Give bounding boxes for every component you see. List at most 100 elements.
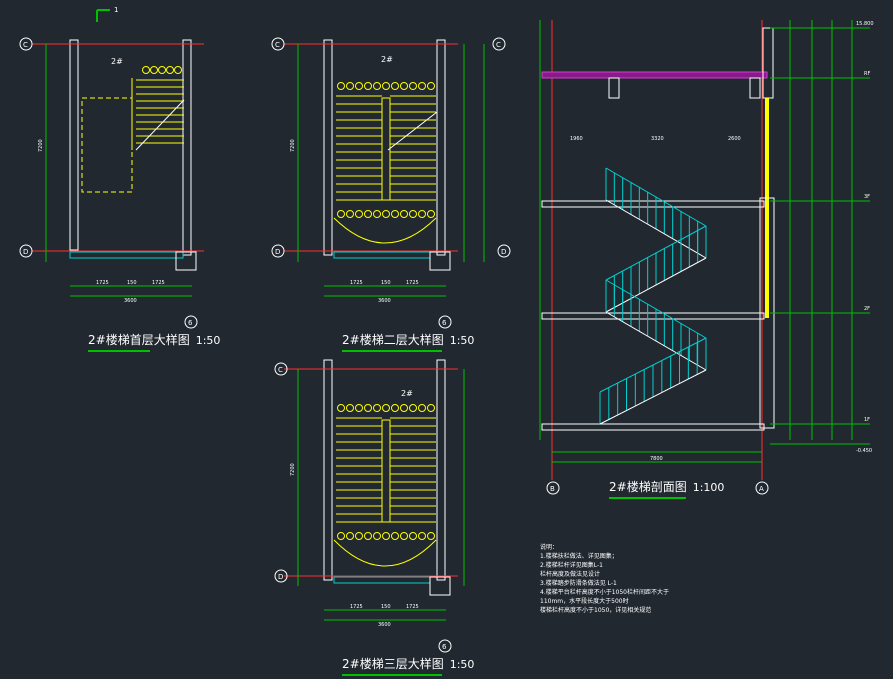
- section-title-scale: 1:100: [692, 481, 725, 494]
- plan2-axis-bubble-d: [271, 244, 285, 258]
- section-window-strip: [765, 98, 769, 318]
- section-ground-slab: [541, 423, 765, 431]
- plan1-wall-left: [69, 39, 79, 251]
- plan3-baluster-top: [346, 404, 354, 412]
- floor3-plan: 2# C D 6 7200 1725 150 1725 3600: [274, 359, 465, 653]
- section-axis-bubble-a: [755, 481, 769, 495]
- plan3-wall-right: [436, 359, 446, 581]
- section-title: 2#楼梯剖面图 1:100: [609, 478, 725, 499]
- plan3-baluster-bottom: [337, 532, 345, 540]
- section-dim-w2: 3320: [651, 136, 664, 142]
- plan1-baluster-post: [174, 66, 182, 74]
- plan2-baluster-top: [373, 82, 381, 90]
- section-handrail: [605, 279, 707, 339]
- plan2-baluster-bottom: [427, 210, 435, 218]
- plan3-baluster-top: [337, 404, 345, 412]
- plan2-baluster-bottom: [355, 210, 363, 218]
- notes-line-6: 110mm，水平段长度大于500时: [540, 598, 629, 605]
- plan1-dim-total: 3600: [124, 298, 137, 304]
- plan1-baluster-post: [150, 66, 158, 74]
- plan2-axis-label-c: C: [275, 41, 280, 49]
- section-dim-w1: 1960: [570, 136, 583, 142]
- plan2-baluster-top: [409, 82, 417, 90]
- floor2-title-scale: 1:50: [449, 334, 475, 347]
- section-axis-bubble-b: [546, 481, 560, 495]
- plan3-landing-arc: [333, 539, 437, 567]
- plan1-axis-label-6: 6: [188, 319, 193, 327]
- plan3-dim-w3: 1725: [406, 604, 419, 610]
- level-mark-2f: 2F: [864, 306, 870, 312]
- plan2-baluster-top: [355, 82, 363, 90]
- plan3-baluster-bottom: [418, 532, 426, 540]
- plan2-baluster-top: [346, 82, 354, 90]
- plan3-baluster-bottom: [409, 532, 417, 540]
- plan2-baluster-top: [364, 82, 372, 90]
- plan2-dim-w3: 1725: [406, 280, 419, 286]
- section-dim-w3: 2600: [728, 136, 741, 142]
- plan2-axis-label-6: 6: [442, 319, 447, 327]
- section-title-name: 2#楼梯剖面图: [609, 480, 687, 494]
- plan3-baluster-bottom: [373, 532, 381, 540]
- level-mark-1f: 1F: [864, 417, 870, 423]
- floor1-title-scale: 1:50: [195, 334, 221, 347]
- notes-line-7: 楼梯栏杆高度不小于1050，详见相关规范: [540, 607, 652, 614]
- plan2-dim-total: 3600: [378, 298, 391, 304]
- plan2-baluster-bottom: [373, 210, 381, 218]
- plan2-dim-w2: 150: [381, 280, 391, 286]
- stair-section: 15.800 RF 3F 2F 1F -0.450 B A 1960 3320 …: [539, 20, 874, 495]
- plan3-dim-w2: 150: [381, 604, 391, 610]
- notes-heading: 说明：: [540, 544, 559, 551]
- plan1-dim-w2: 150: [127, 280, 137, 286]
- plan3-baluster-bottom: [391, 532, 399, 540]
- plan3-baluster-bottom: [427, 532, 435, 540]
- section-stair-flights: [599, 167, 707, 425]
- plan2-window: [333, 251, 431, 259]
- notes-line-4: 3.楼梯踏步防滑条做法见 L-1: [540, 580, 617, 587]
- plan2-baluster-top: [382, 82, 390, 90]
- plan2-baluster-top: [400, 82, 408, 90]
- plan2-baluster-bottom: [382, 210, 390, 218]
- section-parapet: [762, 27, 774, 99]
- plan2-baluster-bottom: [400, 210, 408, 218]
- section-handrail: [599, 337, 707, 393]
- section-handrail: [605, 225, 707, 281]
- plan2-baluster-bottom: [364, 210, 372, 218]
- plan3-wall-left: [323, 359, 333, 581]
- plan3-baluster-bottom: [400, 532, 408, 540]
- plan2-baluster-bottom: [409, 210, 417, 218]
- plan3-stair-flights: [336, 404, 436, 540]
- plan1-cut-mark: 1: [114, 6, 118, 14]
- section-floor3-slab: [541, 200, 765, 208]
- plan1-dim-w1: 1725: [96, 280, 109, 286]
- section-stair-soffit: [605, 311, 707, 371]
- floor2-title-name: 2#楼梯二层大样图: [342, 333, 444, 347]
- floor2-title: 2#楼梯二层大样图 1:50: [342, 331, 475, 352]
- plan2-axis-label-c-right: C: [496, 41, 501, 49]
- plan3-baluster-bottom: [355, 532, 363, 540]
- plan2-baluster-bottom: [418, 210, 426, 218]
- notes-line-1: 1.楼梯扶栏做法、详见图集；: [540, 553, 618, 560]
- plan2-baluster-top: [427, 82, 435, 90]
- section-roof-beam-right: [749, 77, 761, 99]
- plan3-window: [333, 576, 431, 584]
- notes-line-3: 栏杆高度及做法见设计: [540, 571, 601, 578]
- plan2-baluster-top: [337, 82, 345, 90]
- plan1-dim-w3: 1725: [152, 280, 165, 286]
- plan3-axis-label-c: C: [278, 366, 283, 374]
- section-handrail: [605, 167, 707, 227]
- notes-line-2: 2.楼梯栏杆详见图集L-1: [540, 562, 603, 569]
- plan2-corner-column: [429, 251, 451, 271]
- plan3-axis-bubble-d: [274, 569, 288, 583]
- plan3-well: [381, 419, 391, 523]
- plan3-baluster-top: [409, 404, 417, 412]
- plan3-axis-label-6: 6: [442, 643, 447, 651]
- plan2-wall-left: [323, 39, 333, 256]
- plan3-baluster-top: [418, 404, 426, 412]
- floor2-plan: 2# C D C D 6 7200 1725 150 1725 3600: [271, 37, 511, 329]
- plan2-stair-tag: 2#: [381, 55, 393, 64]
- floor2-title-underline: [342, 350, 443, 352]
- plan3-baluster-bottom: [382, 532, 390, 540]
- design-notes: 说明： 1.楼梯扶栏做法、详见图集； 2.楼梯栏杆详见图集L-1 栏杆高度及做法…: [540, 543, 669, 615]
